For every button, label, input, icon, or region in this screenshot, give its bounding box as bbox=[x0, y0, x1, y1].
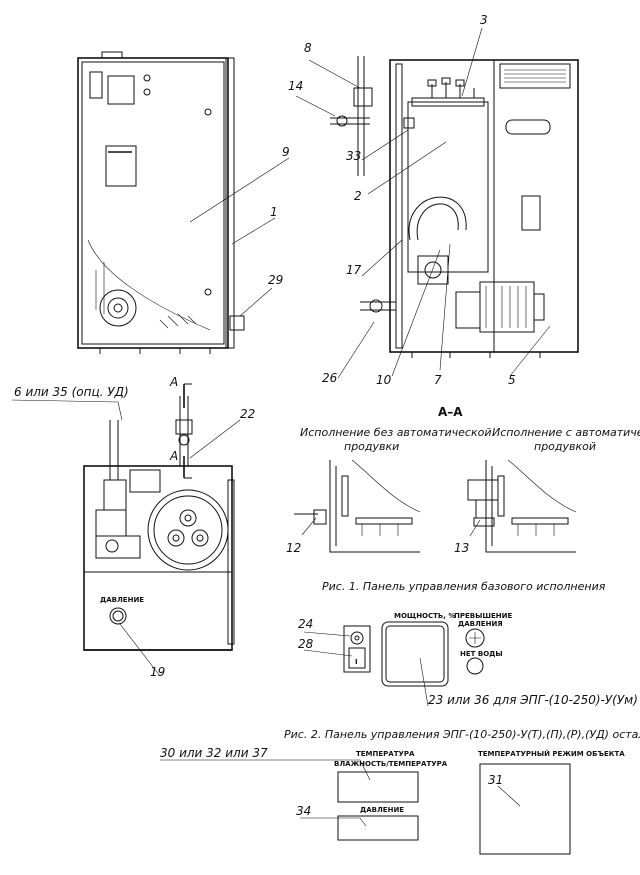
pressure-panel-label: ДАВЛЕНИЕ bbox=[360, 806, 404, 814]
callout-30-32-37: 30 или 32 или 37 bbox=[160, 746, 268, 760]
overpressure-label-line2: ДАВЛЕНИЯ bbox=[458, 620, 503, 628]
pressure-gauge-label: ДАВЛЕНИЕ bbox=[100, 596, 144, 604]
temperature-label-line1: ТЕМПЕРАТУРА bbox=[356, 750, 415, 758]
callout-28: 28 bbox=[298, 637, 314, 651]
callout-10: 10 bbox=[376, 373, 392, 387]
power-label: МОЩНОСТЬ, % bbox=[394, 612, 455, 620]
control-panel-fig2 bbox=[337, 763, 571, 855]
temperature-label-line2: ВЛАЖНОСТЬ/ТЕМПЕРАТУРА bbox=[334, 760, 448, 768]
variant-right-line2: продувкой bbox=[534, 440, 596, 453]
callout-1: 1 bbox=[270, 205, 278, 219]
callout-17: 17 bbox=[346, 263, 362, 277]
callout-6-or-35: 6 или 35 (опц. УД) bbox=[14, 385, 129, 399]
callout-labels: 9 1 29 8 14 33 2 3 17 26 10 7 5 6 или 35… bbox=[14, 13, 638, 818]
object-temp-mode-label: ТЕМПЕРАТУРНЫЙ РЕЖИМ ОБЪЕКТА bbox=[478, 749, 625, 758]
variant-left-line1: Исполнение без автоматической bbox=[300, 426, 492, 439]
callout-8: 8 bbox=[304, 41, 312, 55]
section-title: А–А bbox=[438, 405, 463, 419]
section-aa-right bbox=[467, 459, 577, 553]
callout-19: 19 bbox=[150, 665, 165, 679]
overpressure-label-line1: ПРЕВЫШЕНИЕ bbox=[454, 612, 513, 620]
callout-33: 33 bbox=[346, 149, 361, 163]
lower-front-view bbox=[83, 383, 235, 651]
section-marker-bottom: А bbox=[169, 449, 178, 463]
callout-7: 7 bbox=[434, 373, 442, 387]
figure1-caption: Рис. 1. Панель управления базового испол… bbox=[322, 580, 606, 593]
callout-3: 3 bbox=[480, 13, 488, 27]
callout-9: 9 bbox=[282, 145, 290, 159]
callout-22: 22 bbox=[240, 407, 255, 421]
front-view bbox=[77, 51, 245, 354]
callout-5: 5 bbox=[508, 373, 516, 387]
callout-34: 34 bbox=[296, 804, 311, 818]
section-aa-left bbox=[294, 459, 421, 553]
callout-23-or-36: 23 или 36 для ЭПГ-(10-250)-У(Ум) bbox=[428, 693, 638, 707]
variant-right-line1: Исполнение с автоматической bbox=[492, 426, 640, 439]
callout-13: 13 bbox=[454, 541, 469, 555]
callout-12: 12 bbox=[286, 541, 301, 555]
callout-26: 26 bbox=[322, 371, 338, 385]
callout-31: 31 bbox=[488, 773, 503, 787]
variant-left-line2: продувки bbox=[344, 440, 399, 453]
leader-lines bbox=[11, 27, 551, 827]
control-panel-fig1 bbox=[343, 621, 485, 687]
figure2-caption: Рис. 2. Панель управления ЭПГ-(10-250)-У… bbox=[284, 728, 640, 741]
side-view bbox=[330, 56, 579, 358]
section-marker-top: А bbox=[169, 375, 178, 389]
callout-2: 2 bbox=[354, 189, 362, 203]
callout-14: 14 bbox=[288, 79, 303, 93]
no-water-label: НЕТ ВОДЫ bbox=[460, 650, 503, 658]
callout-29: 29 bbox=[268, 273, 283, 287]
switch-on-mark: I bbox=[355, 658, 358, 666]
callout-24: 24 bbox=[298, 617, 313, 631]
